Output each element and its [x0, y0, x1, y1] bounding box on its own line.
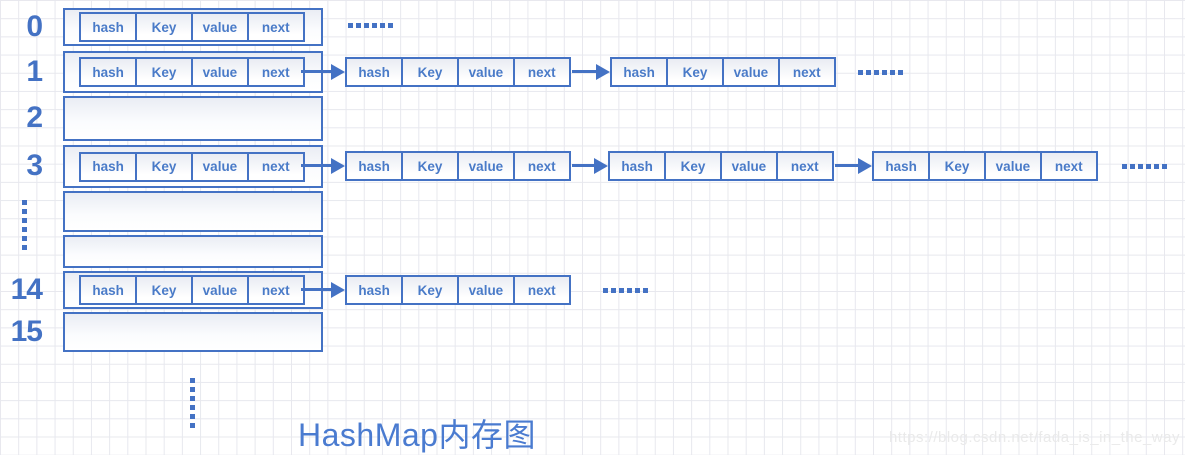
node-field-hash: hash	[79, 57, 138, 87]
bucket-row-elided-a	[63, 191, 323, 232]
node-field-next: next	[246, 151, 305, 182]
node-field-key: Key	[400, 57, 460, 87]
node-field-next: next	[775, 151, 834, 181]
arrow-right-icon	[301, 281, 345, 298]
node-field-next: next	[246, 275, 305, 305]
arrow-right-icon	[301, 63, 345, 80]
node-field-value: value	[456, 151, 516, 181]
node-field-next: next	[512, 151, 571, 181]
chain-ellipsis-icon	[348, 23, 393, 28]
node-field-value: value	[721, 57, 781, 87]
bucket-row-2	[63, 96, 323, 141]
node-field-hash: hash	[345, 275, 404, 305]
arrow-right-icon	[301, 157, 345, 174]
node-field-value: value	[983, 151, 1043, 181]
node-field-key: Key	[134, 275, 194, 305]
node-field-key: Key	[665, 57, 725, 87]
node-field-value: value	[190, 57, 250, 87]
node-field-next: next	[246, 57, 305, 87]
node-field-key: Key	[400, 151, 460, 181]
node-field-key: Key	[134, 12, 194, 42]
node-field-value: value	[190, 275, 250, 305]
bucket-index-label-1: 1	[26, 55, 43, 88]
bucket-index-label-0: 0	[26, 10, 43, 43]
node-field-hash: hash	[79, 12, 138, 42]
bucket-index-label-14: 14	[10, 273, 43, 306]
node-field-value: value	[456, 275, 516, 305]
node-field-hash: hash	[79, 151, 138, 182]
node-field-next: next	[246, 12, 305, 42]
node-field-key: Key	[400, 275, 460, 305]
node-field-value: value	[456, 57, 516, 87]
chain-ellipsis-icon	[858, 70, 903, 75]
node-field-next: next	[512, 57, 571, 87]
node-field-hash: hash	[79, 275, 138, 305]
node-field-next: next	[512, 275, 571, 305]
node-field-value: value	[190, 151, 250, 182]
vertical-ellipsis-icon	[22, 200, 27, 250]
node-field-hash: hash	[610, 57, 669, 87]
chain-ellipsis-icon	[1122, 164, 1167, 169]
bucket-row-15	[63, 312, 323, 352]
arrow-right-icon	[572, 157, 608, 174]
node-field-hash: hash	[608, 151, 667, 181]
node-field-value: value	[719, 151, 779, 181]
node-field-key: Key	[663, 151, 723, 181]
node-field-value: value	[190, 12, 250, 42]
bucket-index-label-15: 15	[10, 315, 43, 348]
watermark: https://blog.csdn.net/fada_is_in_the_way	[888, 429, 1180, 446]
chain-ellipsis-icon	[603, 288, 648, 293]
arrow-right-icon	[835, 157, 872, 174]
arrow-right-icon	[572, 63, 610, 80]
node-field-next: next	[1039, 151, 1098, 181]
bucket-index-label-2: 2	[26, 101, 43, 134]
vertical-ellipsis-icon	[190, 378, 195, 428]
bucket-row-elided-b	[63, 235, 323, 268]
diagram-title: HashMap内存图	[298, 417, 536, 453]
bucket-index-label-3: 3	[26, 149, 43, 182]
node-field-hash: hash	[345, 57, 404, 87]
node-field-key: Key	[134, 151, 194, 182]
node-field-next: next	[777, 57, 836, 87]
node-field-hash: hash	[872, 151, 931, 181]
node-field-key: Key	[927, 151, 987, 181]
node-field-key: Key	[134, 57, 194, 87]
node-field-hash: hash	[345, 151, 404, 181]
